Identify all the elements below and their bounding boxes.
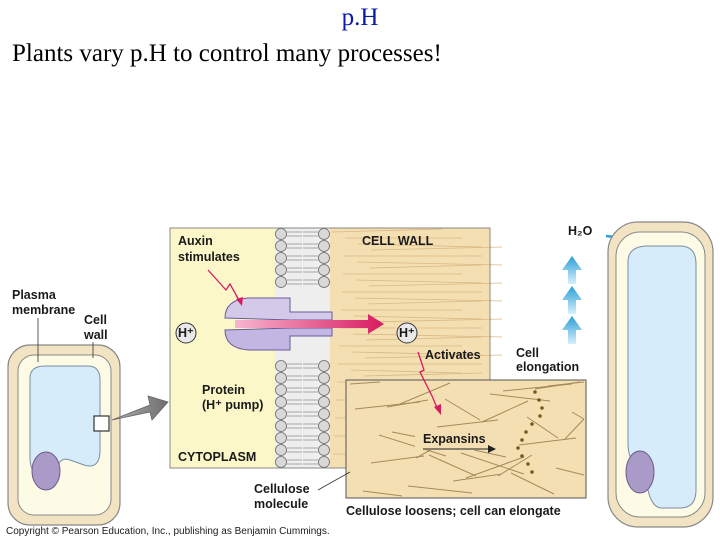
activates-label: Activates [425,348,481,362]
cell-wall-heading: CELL WALL [362,234,434,248]
growth-arrows [562,256,582,344]
water-label: H₂O [568,224,593,238]
cellulose-label: Cellulose [254,482,310,496]
h-ion-label-2: H⁺ [399,326,415,340]
h-ion-cytoplasm [175,322,197,344]
zoom-arrow [111,395,169,421]
protein-label: Protein [202,383,245,397]
cell-wall-label-2: wall [83,328,108,342]
expansin-molecules [516,390,544,474]
loosens-label: Cellulose loosens; cell can elongate [346,504,561,518]
right-elongated-cell [607,221,714,528]
auxin-label-2: stimulates [178,250,240,264]
page-subtitle: Plants vary p.H to control many processe… [12,40,442,67]
plasma-membrane-label-2: membrane [12,303,75,317]
activates-arrow [417,351,439,411]
cell-elongation-label-2: elongation [516,360,579,374]
h-ion-wall [396,322,418,344]
phospholipid-bilayer [275,228,330,468]
page-title: p.H [341,4,379,31]
expansin-inset [345,379,587,499]
protein-label-2: (H⁺ pump) [202,398,263,412]
auxin-label: Auxin [178,234,213,248]
plasma-membrane-label: Plasma [12,288,57,302]
auxin-signal-arrow [207,269,241,303]
proton-pump-arrow [235,314,384,334]
left-plant-cell [7,344,121,526]
h-ion-label-1: H⁺ [178,326,194,340]
cell-wall-label: Cell [84,313,107,327]
cellulose-label-2: molecule [254,497,308,511]
cytoplasm-label: CYTOPLASM [178,450,256,464]
cell-elongation-label: Cell [516,346,539,360]
expansins-label: Expansins [423,432,486,446]
copyright-text: Copyright © Pearson Education, Inc., pub… [6,526,330,537]
